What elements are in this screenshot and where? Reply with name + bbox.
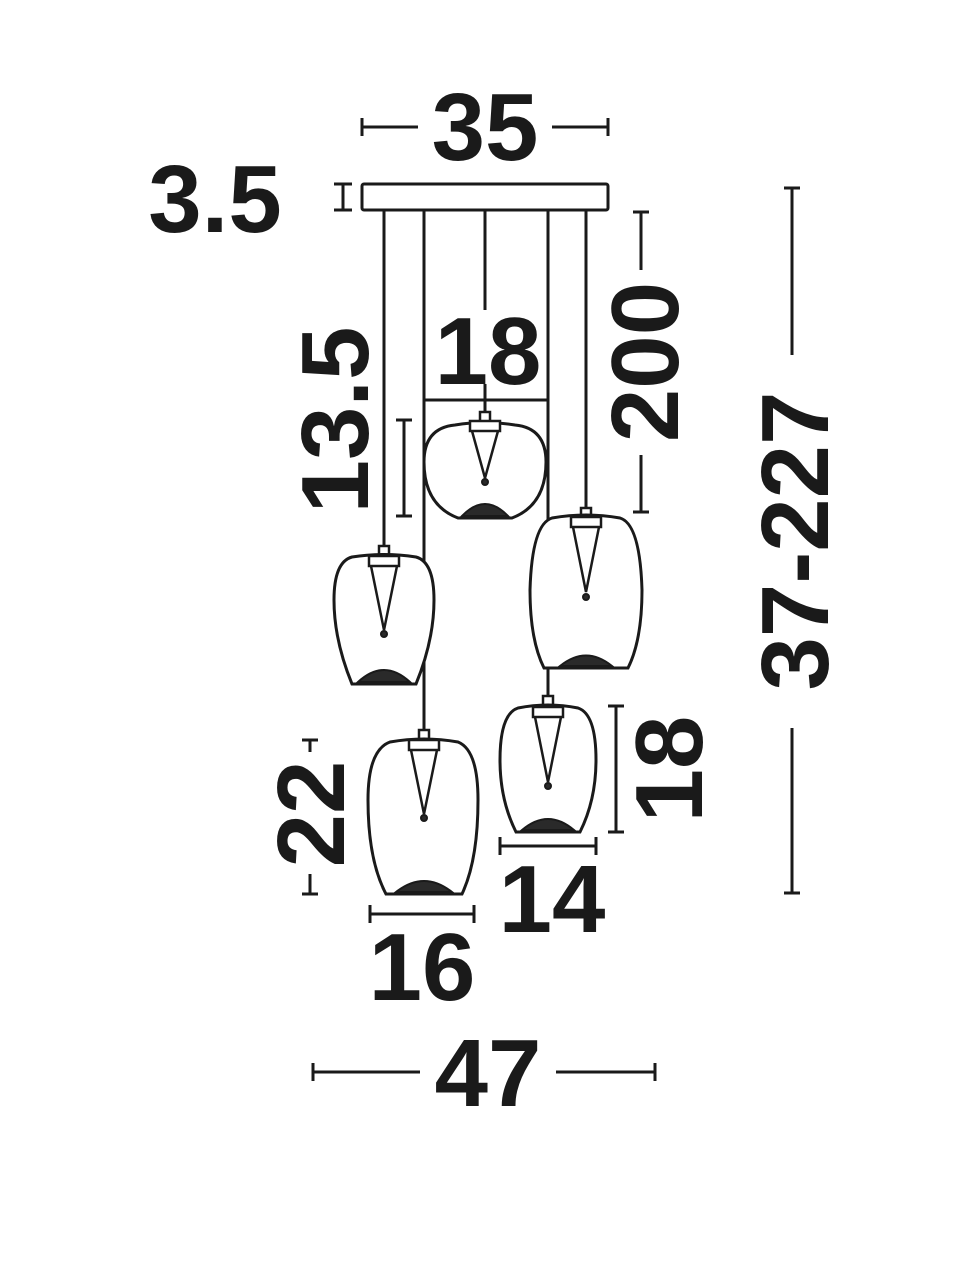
shade-left xyxy=(332,544,436,686)
medium-shade-width-dimension: 14 xyxy=(498,837,606,953)
ceiling-canopy xyxy=(360,182,610,212)
shade-bottom-medium xyxy=(498,694,598,834)
total-height-label: 37-227 xyxy=(742,392,849,691)
total-width-dimension: 47 xyxy=(311,1020,657,1127)
shade-bottom-large xyxy=(366,728,480,896)
large-shade-height-label: 22 xyxy=(258,761,365,868)
canopy-height-label: 3.5 xyxy=(148,146,281,253)
canopy-width-dimension: 35 xyxy=(360,74,610,181)
medium-shade-width-label: 14 xyxy=(499,846,606,953)
total-height-dimension: 37-227 xyxy=(742,186,849,895)
small-shade-height-label: 13.5 xyxy=(282,327,389,514)
large-shade-height-dimension: 22 xyxy=(258,738,365,896)
small-shade-height-dimension: 13.5 xyxy=(282,327,412,518)
medium-shade-height-dimension: 18 xyxy=(608,704,723,834)
large-shade-width-dimension: 16 xyxy=(368,905,476,1021)
small-shade-width-label: 18 xyxy=(435,298,542,405)
total-width-label: 47 xyxy=(435,1020,542,1127)
shade-right xyxy=(528,506,644,670)
cable-length-dimension: 200 xyxy=(592,210,699,514)
medium-shade-height-label: 18 xyxy=(616,716,723,823)
canopy-width-label: 35 xyxy=(432,74,539,181)
cable-length-label: 200 xyxy=(592,282,699,442)
small-shade-width-dimension: 18 xyxy=(422,298,550,408)
large-shade-width-label: 16 xyxy=(369,914,476,1021)
canopy-height-dimension: 3.5 xyxy=(148,146,352,253)
